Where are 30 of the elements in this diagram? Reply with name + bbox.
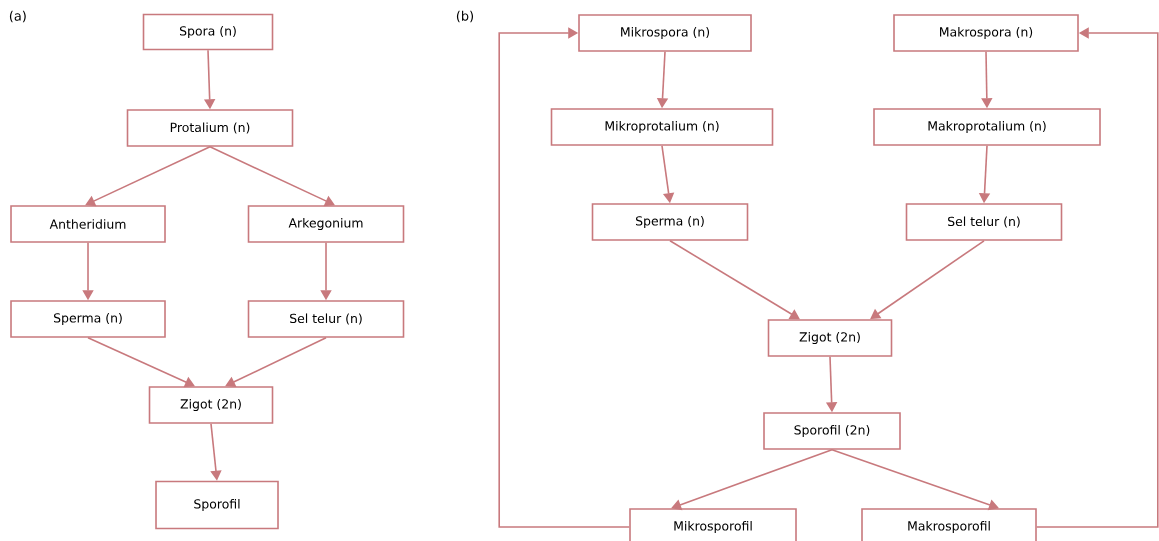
arrow <box>671 449 833 511</box>
panel-label: (a) <box>9 10 26 23</box>
stage-box: Makroprotalium (n) <box>873 108 1101 146</box>
stage-box: Mikrospora (n) <box>578 14 752 52</box>
arrow <box>669 240 800 320</box>
stage-box: Sporofil <box>155 480 279 530</box>
stage-box: Makrosporofil <box>861 508 1037 541</box>
stage-box: Zigot (2n) <box>148 386 274 424</box>
panel-label: (b) <box>456 10 473 23</box>
arrow <box>225 337 327 387</box>
stage-box: Sel telur (n) <box>247 300 405 338</box>
stage-box: Antheridium <box>10 205 166 243</box>
arrow <box>831 449 999 511</box>
stage-box: Mikroprotalium (n) <box>550 108 774 146</box>
stage-box: Zigot (2n) <box>767 319 893 357</box>
arrow <box>870 240 985 320</box>
arrow <box>85 146 211 207</box>
arrow <box>1036 27 1159 528</box>
stage-box: Sporofil (2n) <box>763 412 901 450</box>
stage-box: Protalium (n) <box>126 109 294 147</box>
stage-box: Arkegonium <box>247 205 405 243</box>
arrow <box>87 337 195 388</box>
stage-box: Spora (n) <box>142 13 274 51</box>
stage-box: Sperma (n) <box>591 203 749 241</box>
arrow <box>498 27 630 528</box>
stage-box: Sperma (n) <box>10 300 166 338</box>
stage-box: Sel telur (n) <box>905 203 1063 241</box>
arrow <box>209 146 335 207</box>
stage-box: Makrospora (n) <box>893 14 1079 52</box>
stage-box: Mikrosporofil <box>629 508 797 541</box>
